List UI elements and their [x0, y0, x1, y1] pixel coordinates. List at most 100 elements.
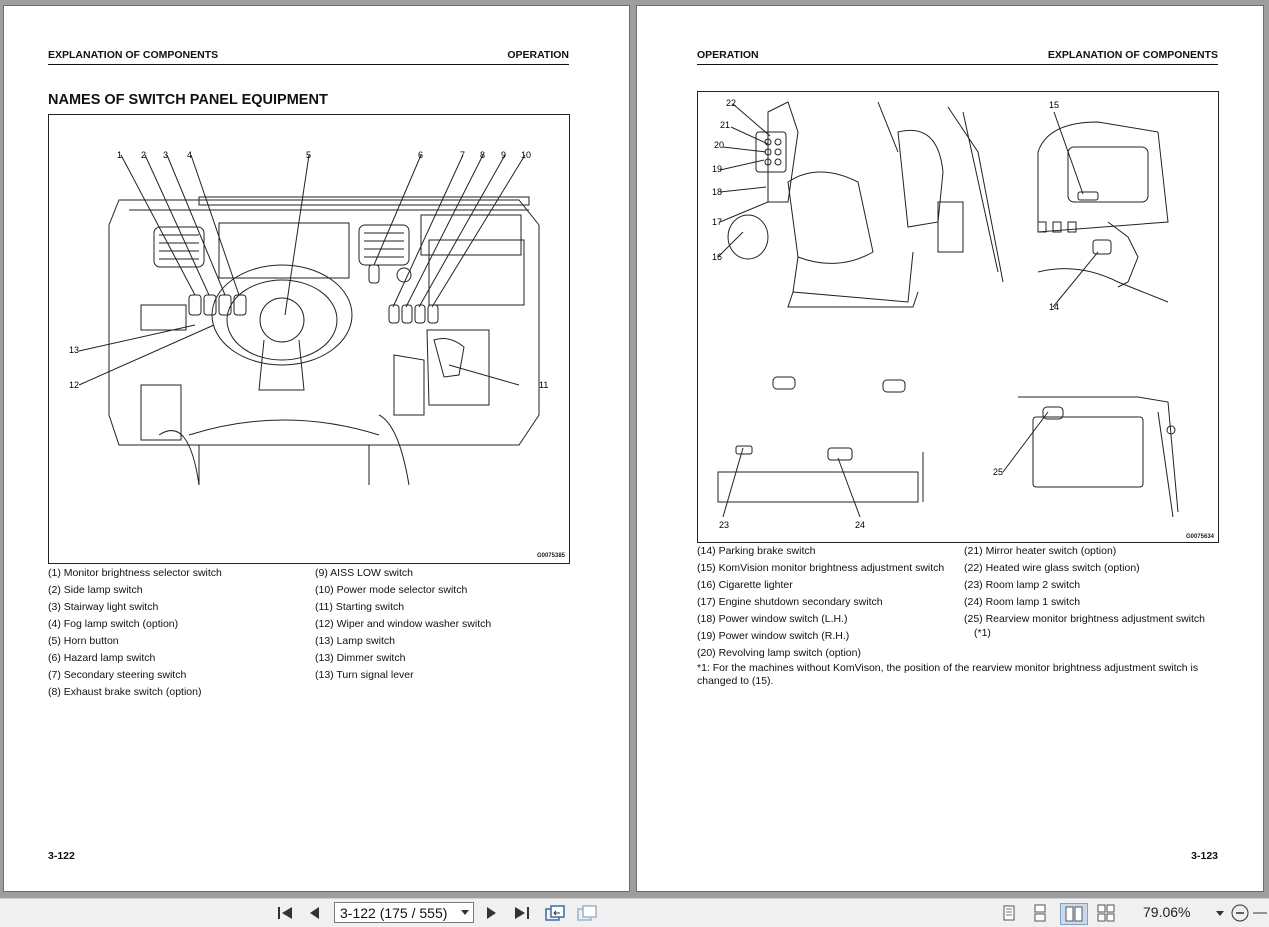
legend-item: (*1)	[974, 627, 991, 639]
callout-2: 2	[141, 150, 147, 160]
zoom-level[interactable]: 79.06%	[1143, 904, 1191, 920]
zoom-dropdown-button[interactable]	[1214, 903, 1226, 923]
single-page-icon	[1003, 905, 1015, 921]
legend-item: (8) Exhaust brake switch (option)	[48, 686, 202, 698]
callout-15: 15	[1049, 100, 1060, 110]
legend-item: (11) Starting switch	[315, 601, 405, 613]
back-view-icon	[545, 905, 565, 921]
callout-7: 7	[460, 150, 466, 160]
legend-item: (4) Fog lamp switch (option)	[48, 618, 179, 630]
callout-11: 11	[539, 380, 549, 390]
legend-item: (24) Room lamp 1 switch	[964, 596, 1081, 608]
page-title: NAMES OF SWITCH PANEL EQUIPMENT	[48, 92, 328, 108]
callout-10: 10	[521, 150, 532, 160]
switch-panel-drawing	[78, 154, 540, 486]
first-page-icon	[278, 907, 292, 919]
legend-item: (22) Heated wire glass switch (option)	[964, 562, 1140, 574]
right-header-section: EXPLANATION OF COMPONENTS	[1047, 49, 1218, 61]
legend-item: (15) KomVision monitor brightness adjust…	[697, 562, 945, 574]
footnote: *1: For the machines without KomVison, t…	[697, 662, 1199, 687]
right-legend-col1: (14) Parking brake switch (15) KomVision…	[697, 543, 944, 662]
continuous-facing-view-button[interactable]	[1094, 903, 1118, 923]
callout-4: 4	[187, 150, 193, 160]
legend-item: (6) Hazard lamp switch	[48, 652, 156, 664]
legend-item: (20) Revolving lamp switch (option)	[697, 647, 861, 659]
continuous-page-icon	[1034, 904, 1046, 922]
callout-1: 1	[117, 150, 123, 160]
last-page-icon	[515, 907, 529, 919]
left-legend-col1: (1) Monitor brightness selector switch (…	[48, 565, 222, 701]
slider-track-icon	[1253, 912, 1267, 914]
first-page-button[interactable]	[274, 903, 296, 923]
callout-19: 19	[712, 164, 723, 174]
callout-9: 9	[501, 150, 507, 160]
page-number-field[interactable]: 3-122 (175 / 555)	[334, 902, 474, 923]
legend-item: (3) Stairway light switch	[48, 601, 159, 613]
zoom-out-icon	[1231, 904, 1249, 922]
left-page: EXPLANATION OF COMPONENTS OPERATION NAME…	[4, 6, 629, 891]
callout-17: 17	[712, 217, 723, 227]
callout-8: 8	[480, 150, 486, 160]
callout-13: 13	[69, 345, 80, 355]
switch-panel-figure: 1 2 3 4 5 6 7 8 9 10 11 12 13 G0075385	[48, 114, 570, 564]
callout-21: 21	[720, 120, 731, 130]
zoom-slider[interactable]	[1253, 903, 1267, 923]
callout-6: 6	[418, 150, 424, 160]
callout-20: 20	[714, 140, 725, 150]
legend-item: (13) Dimmer switch	[315, 652, 406, 664]
callout-14: 14	[1049, 302, 1060, 312]
left-header-rule	[48, 64, 569, 65]
callout-25: 25	[993, 467, 1004, 477]
page-number-value: 3-122 (175 / 555)	[340, 904, 448, 921]
callout-23: 23	[719, 520, 730, 530]
callout-16: 16	[712, 252, 723, 262]
legend-item: (14) Parking brake switch	[697, 545, 816, 557]
continuous-view-button[interactable]	[1029, 903, 1051, 923]
go-back-view-button[interactable]	[543, 903, 567, 923]
prev-page-icon	[310, 907, 319, 919]
facing-pages-icon	[1065, 906, 1083, 922]
legend-item: (2) Side lamp switch	[48, 584, 143, 596]
next-page-button[interactable]	[482, 903, 502, 923]
callout-22: 22	[726, 98, 737, 108]
callout-5: 5	[306, 150, 312, 160]
legend-item: (19) Power window switch (R.H.)	[697, 630, 850, 642]
viewer-toolbar: 3-122 (175 / 555) 79.06%	[0, 898, 1269, 927]
legend-item: (7) Secondary steering switch	[48, 669, 187, 681]
go-forward-view-button[interactable]	[575, 903, 599, 923]
page-number-left: 3-122	[48, 850, 75, 862]
cab-switches-figure: 22 21 20 19 18 17 16 15 14 23 24 25 G007…	[697, 91, 1219, 543]
chevron-down-icon	[461, 910, 469, 915]
legend-item: (23) Room lamp 2 switch	[964, 579, 1081, 591]
legend-item: (21) Mirror heater switch (option)	[964, 545, 1117, 557]
callout-18: 18	[712, 187, 723, 197]
page-number-right: 3-123	[1191, 850, 1218, 862]
legend-item: (16) Cigarette lighter	[697, 579, 793, 591]
continuous-facing-icon	[1097, 904, 1115, 922]
callout-3: 3	[163, 150, 169, 160]
legend-item: (25) Rearview monitor brightness adjustm…	[964, 613, 1206, 625]
legend-item: (13) Lamp switch	[315, 635, 395, 647]
right-header-rule	[697, 64, 1218, 65]
zoom-out-button[interactable]	[1229, 903, 1251, 923]
last-page-button[interactable]	[510, 903, 534, 923]
prev-page-button[interactable]	[304, 903, 324, 923]
facing-view-button[interactable]	[1060, 903, 1088, 925]
left-header-chapter: OPERATION	[507, 49, 569, 61]
right-header-chapter: OPERATION	[697, 49, 759, 61]
legend-item: (9) AISS LOW switch	[315, 567, 414, 579]
forward-view-icon	[577, 905, 597, 921]
chevron-down-icon	[1216, 911, 1224, 916]
legend-item: (13) Turn signal lever	[315, 669, 414, 681]
right-legend-col2: (21) Mirror heater switch (option) (22) …	[964, 543, 1205, 639]
legend-item: (17) Engine shutdown secondary switch	[697, 596, 883, 608]
legend-item: (10) Power mode selector switch	[315, 584, 468, 596]
left-header-section: EXPLANATION OF COMPONENTS	[48, 49, 219, 61]
right-page: OPERATION EXPLANATION OF COMPONENTS	[637, 6, 1263, 891]
single-page-view-button[interactable]	[998, 903, 1020, 923]
cab-switches-drawing	[717, 101, 1179, 518]
left-legend-col2: (9) AISS LOW switch (10) Power mode sele…	[315, 565, 491, 684]
legend-item: (12) Wiper and window washer switch	[315, 618, 492, 630]
figure-code: G0075634	[1185, 534, 1214, 540]
callout-12: 12	[69, 380, 80, 390]
